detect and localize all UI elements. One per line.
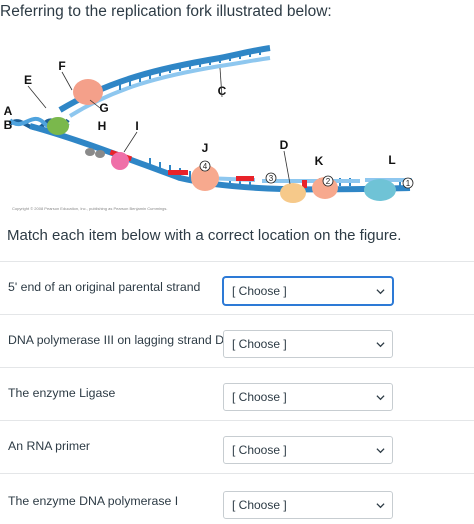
number-circle-2: [322, 175, 334, 187]
rna-primer: [302, 180, 307, 188]
match-label: An RNA primer: [8, 439, 91, 453]
chevron-down-icon: [376, 289, 385, 295]
match-select-dropdown[interactable]: [ Choose ]: [223, 491, 393, 519]
match-row: The enzyme Ligase [ Choose ]: [0, 367, 474, 421]
match-label: 5' end of an original parental strand: [8, 280, 201, 294]
chevron-down-icon: [376, 395, 385, 401]
single-strand-binding-protein: [85, 148, 95, 156]
chevron-down-icon: [376, 342, 385, 348]
chevron-down-icon: [376, 448, 385, 454]
number-2: 2: [326, 177, 331, 186]
label-l: L: [388, 153, 395, 167]
label-b: B: [4, 118, 13, 132]
number-4: 4: [203, 162, 208, 171]
label-h: H: [98, 119, 107, 133]
topoisomerase: [47, 117, 69, 135]
number-circle-4: [199, 160, 211, 172]
label-e: E: [24, 73, 32, 87]
label-d: D: [280, 138, 289, 152]
label-a: A: [4, 104, 13, 118]
label-i: I: [135, 119, 138, 133]
label-j: J: [202, 141, 209, 155]
chevron-down-icon: [376, 503, 385, 509]
select-value: [ Choose ]: [232, 498, 287, 512]
select-value: [ Choose ]: [232, 390, 287, 404]
figure-copyright: Copyright © 2008 Pearson Education, Inc.…: [12, 206, 168, 211]
match-row: DNA polymerase III on lagging strand DNA…: [0, 314, 474, 368]
number-1: 1: [406, 179, 411, 188]
select-value: [ Choose ]: [232, 443, 287, 457]
rna-primer: [168, 170, 188, 175]
label-g: G: [99, 101, 108, 115]
select-value: [ Choose ]: [232, 337, 287, 351]
instruction-text: Match each item below with a correct loc…: [7, 227, 402, 244]
match-row: An RNA primer [ Choose ]: [0, 420, 474, 474]
label-c: C: [218, 84, 227, 98]
primase: [111, 152, 129, 170]
match-select-dropdown[interactable]: [ Choose ]: [223, 436, 393, 464]
label-f: F: [58, 59, 65, 73]
number-3: 3: [269, 174, 274, 183]
match-row: The enzyme DNA polymerase I [ Choose ]: [0, 473, 474, 524]
helicase: [73, 79, 103, 105]
ligase-d: [280, 183, 306, 203]
upper-new-strand: [68, 56, 271, 118]
upper-bases: [119, 48, 261, 90]
match-select-dropdown[interactable]: [ Choose ]: [223, 277, 393, 305]
match-select-dropdown[interactable]: [ Choose ]: [223, 383, 393, 411]
select-value: [ Choose ]: [232, 284, 287, 298]
match-label: The enzyme DNA polymerase I: [8, 494, 179, 508]
polymerase-j: [191, 165, 219, 191]
number-circle-1: [402, 177, 414, 189]
question-title: Referring to the replication fork illust…: [0, 3, 332, 20]
rna-primer: [236, 176, 254, 181]
match-select-dropdown[interactable]: [ Choose ]: [223, 330, 393, 358]
single-strand-binding-protein: [95, 150, 105, 158]
match-row: 5' end of an original parental strand [ …: [0, 261, 474, 315]
match-label: DNA polymerase III on lagging strand DNA: [8, 333, 242, 347]
number-circle-3: [265, 172, 277, 184]
label-k: K: [315, 154, 324, 168]
replication-fork-figure: 4 3 2 1 A B C D E F G H I J K L: [4, 45, 414, 203]
clamp-l: [364, 179, 396, 201]
match-label: The enzyme Ligase: [8, 386, 116, 400]
